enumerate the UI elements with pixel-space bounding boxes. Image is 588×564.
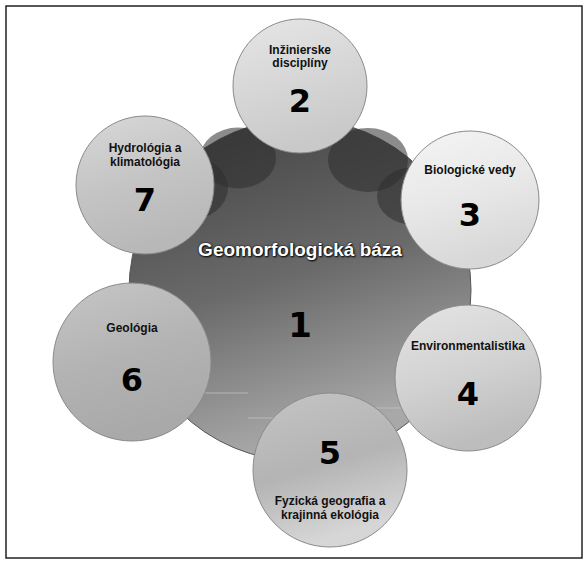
circle-fill [253, 393, 407, 547]
circle-fill [233, 19, 367, 153]
callout-number: 6 [102, 361, 162, 399]
discipline-circle: Inžinierske disciplíny 2 [232, 18, 368, 154]
discipline-circle: Hydrológia a klimatológia 7 [75, 115, 215, 255]
discipline-circle: Geológia 6 [52, 282, 212, 442]
callout-number: 1 [270, 305, 330, 345]
discipline-circle: Biologické vedy 3 [400, 130, 540, 270]
callout-number: 2 [270, 82, 330, 120]
discipline-label: Biologické vedy [412, 164, 528, 178]
callout-number: 7 [115, 181, 175, 219]
discipline-label: Geológia [66, 322, 199, 336]
discipline-label: Hydrológia a klimatológia [87, 142, 203, 170]
callout-number: 3 [440, 196, 500, 234]
discipline-circle: Environmentalistika 4 [394, 304, 542, 452]
callout-number: 4 [438, 375, 498, 413]
circle-fill [395, 305, 541, 451]
callout-number: 5 [300, 434, 360, 472]
circle-fill [76, 116, 214, 254]
circle-fill [401, 131, 539, 269]
water-ripple [198, 392, 248, 393]
discipline-label: Fyzická geografia a krajinná ekológia [266, 495, 395, 523]
discipline-label: Inžinierske disciplíny [244, 44, 357, 72]
central-title: Geomorfologická báza [182, 239, 418, 261]
frame-border [6, 6, 582, 558]
circle-fill [53, 283, 211, 441]
discipline-label: Environmentalistika [407, 340, 530, 354]
discipline-circle: Fyzická geografia a krajinná ekológia 5 [252, 392, 408, 548]
